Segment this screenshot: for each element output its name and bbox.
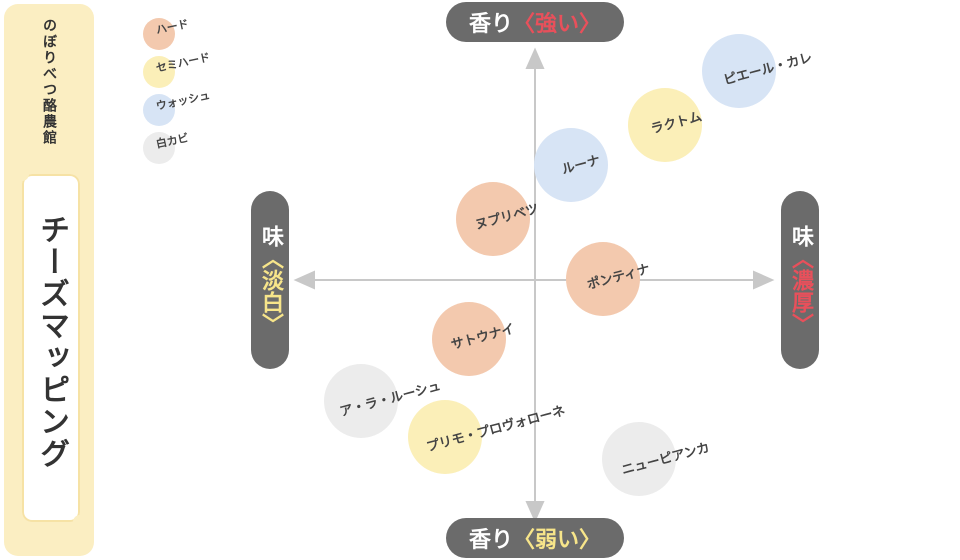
- legend-item-wash: ウォッシュ: [140, 89, 260, 130]
- sidebar-banner: のぼりべつ酪農館 チーズマッピング: [4, 4, 94, 556]
- cheese-circle-pontina: [566, 242, 640, 316]
- legend-swatch-wash: [143, 94, 175, 126]
- page-title: チーズマッピング: [34, 214, 69, 470]
- legend-swatch-hard: [143, 18, 175, 50]
- axis-label-bottom: 香り〈弱い〉: [446, 518, 624, 558]
- title-card: チーズマッピング: [15, 167, 87, 529]
- cheese-circle-new-bianca: [602, 422, 676, 496]
- axis-label-top: 香り〈強い〉: [446, 2, 624, 42]
- arrow-right-icon: [753, 270, 775, 290]
- cheese-circle-lactom: [628, 88, 702, 162]
- cheese-circle-primo-provolone: [408, 400, 482, 474]
- cheese-circle-nupribetsu: [456, 182, 530, 256]
- arrow-left-icon: [293, 270, 315, 290]
- legend-item-white-mold: 白カビ: [140, 130, 260, 168]
- cheese-circle-a-la-ruche: [324, 364, 398, 438]
- legend-swatch-white-mold: [143, 132, 175, 164]
- cheese-circle-luna: [534, 128, 608, 202]
- axis-label-right: 味〈濃厚〉: [781, 191, 819, 369]
- axis-label-left: 味〈淡白〉: [251, 191, 289, 369]
- cheese-circle-satounai: [432, 302, 506, 376]
- legend-item-semihard: セミハード: [140, 51, 260, 92]
- arrow-down-icon: [525, 501, 545, 523]
- cheese-circle-pierre-carre: [702, 34, 776, 108]
- arrow-up-icon: [525, 47, 545, 69]
- brand-name: のぼりべつ酪農館: [41, 18, 57, 146]
- legend: ハード セミハード ウォッシュ 白カビ: [140, 16, 260, 168]
- legend-item-hard: ハード: [140, 16, 260, 54]
- legend-swatch-semihard: [143, 56, 175, 88]
